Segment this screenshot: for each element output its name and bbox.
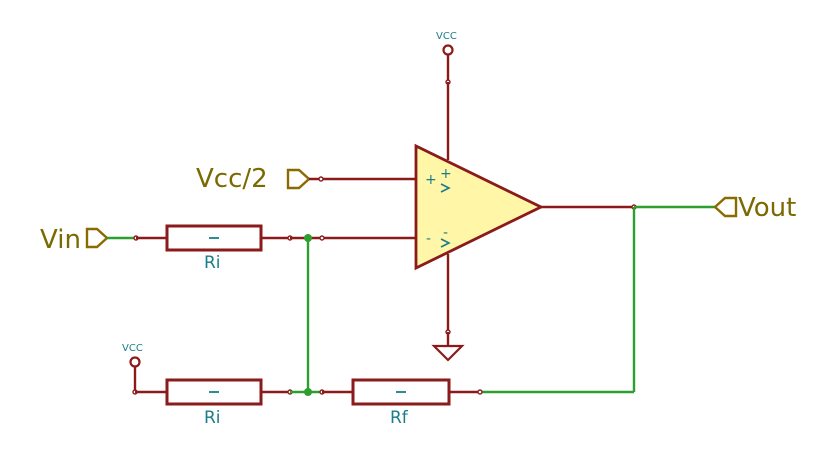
opamp-plus-arrow-icon [440, 183, 451, 193]
rf-right-pin-end [477, 389, 483, 395]
opamp-plus-pin-label: + [440, 166, 452, 182]
vin-port-label: Vin [40, 225, 81, 255]
vcc-left-circle [129, 356, 141, 368]
junction-dot-top [304, 234, 312, 242]
vout-port-shape [713, 196, 738, 218]
opamp: + + - - [414, 143, 545, 271]
vcc-half-port: Vcc/2 [196, 164, 311, 194]
junction-dot-bottom [304, 388, 312, 396]
vout-port-label: Vout [738, 193, 796, 223]
ground-symbol [431, 332, 465, 362]
opamp-minus-sign: - [426, 231, 431, 247]
resistor-rf: Rf [322, 378, 480, 428]
minus-wire-pin [319, 235, 325, 241]
ri-bias-ref: Ri [204, 408, 221, 428]
vcc-power-left: VCC [122, 343, 143, 395]
ground-icon [431, 344, 465, 362]
resistor-ri-bias: Ri [135, 378, 290, 428]
opamp-plus-sign: + [425, 172, 437, 188]
vcc-left-label: VCC [122, 343, 143, 354]
vcc-top-circle [442, 44, 454, 56]
opamp-minus-arrow-icon [440, 238, 451, 248]
vin-port: Vin [40, 225, 109, 255]
opamp-minus-pin-label: - [443, 225, 448, 241]
vcc-top-label: VCC [436, 31, 457, 42]
vcc-half-port-shape [286, 168, 311, 190]
vcc-half-port-label: Vcc/2 [196, 164, 268, 194]
opamp-triangle [414, 143, 545, 271]
vin-port-shape [85, 227, 109, 249]
rf-ref: Rf [390, 408, 409, 428]
vcc-power-top: VCC [436, 31, 457, 85]
ri-input-ref: Ri [204, 253, 221, 273]
vout-port: Vout [713, 193, 796, 223]
vcc-half-wire-pin [318, 176, 324, 182]
resistor-ri-input: Ri [136, 224, 290, 273]
